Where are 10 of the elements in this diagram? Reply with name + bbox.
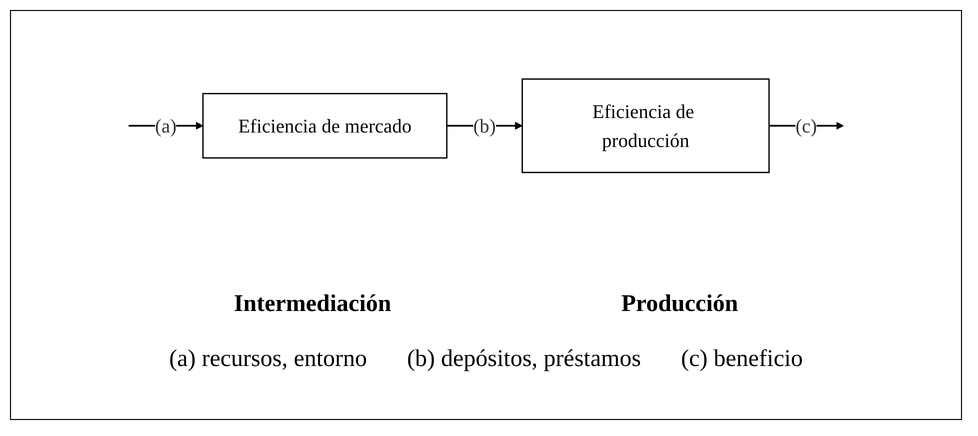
edge-label: (c)	[795, 114, 817, 138]
edge-label: (b)	[473, 114, 496, 138]
section-heading: Producción	[621, 291, 738, 318]
legend-note: (b) depósitos, préstamos	[407, 346, 641, 373]
node-box: Eficiencia de producción	[522, 78, 770, 174]
legend-note: (c) beneficio	[680, 346, 803, 373]
edge-label: (a)	[155, 114, 177, 138]
section-heading: Intermediación	[234, 291, 392, 318]
legend-note: (a) recursos, entorno	[169, 346, 368, 373]
node-box: Eficiencia de mercado	[202, 93, 448, 159]
